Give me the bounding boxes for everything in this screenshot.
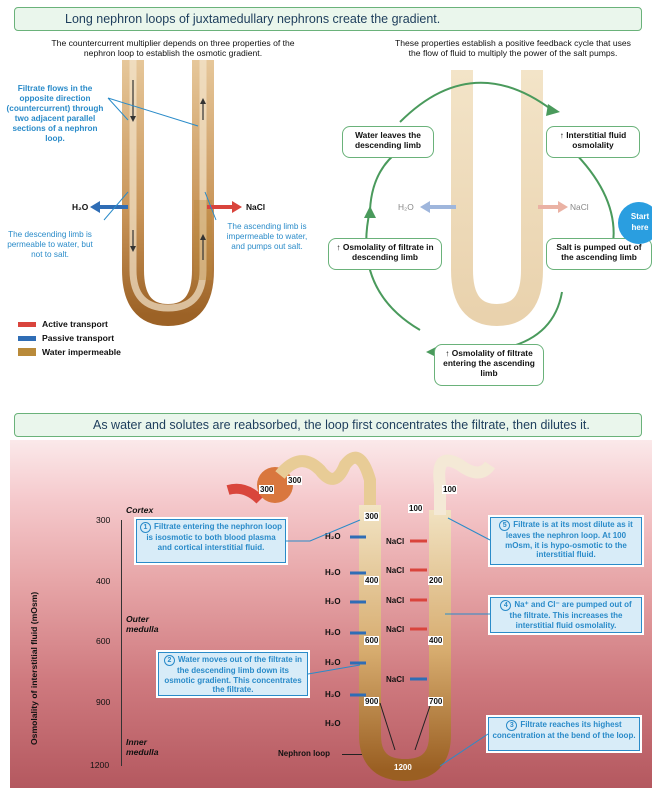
- value-desc-900: 900: [364, 697, 380, 706]
- distal-tubule: [433, 454, 495, 515]
- h2o-label-6: H₂O: [325, 690, 341, 699]
- value-desc-400: 400: [364, 576, 380, 585]
- filtrate-flow-note: Filtrate flows in the opposite direction…: [6, 84, 104, 143]
- left-loop-lumen: [129, 60, 207, 312]
- value-asc-200: 200: [428, 576, 444, 585]
- nacl-label-3: NaCl: [386, 596, 405, 605]
- step-5-number: 5: [499, 520, 511, 531]
- zone-cortex: Cortex: [126, 505, 154, 515]
- ascending-limb-note: The ascending limb is impermeable to wat…: [226, 222, 308, 251]
- right-intro: These properties establish a positive fe…: [395, 38, 631, 58]
- nephron-diagram: [226, 451, 495, 782]
- afferent-vessel: [226, 483, 264, 504]
- value-asc-700: 700: [428, 697, 444, 706]
- interstitial-osmolality-box: ↑ Interstitial fluid osmolality: [546, 126, 640, 158]
- h2o-label-left: H₂O: [72, 202, 89, 212]
- nacl-label-1: NaCl: [386, 537, 405, 546]
- y-tick-900: 900: [96, 697, 111, 707]
- top-banner-text: Long nephron loops of juxtamedullary nep…: [65, 12, 441, 26]
- left-loop-diagram: [90, 60, 242, 327]
- value-glomerulus-1: 300: [259, 485, 275, 494]
- step-1-text: Filtrate entering the nephron loop is is…: [146, 522, 282, 552]
- y-tick-1200: 1200: [90, 760, 110, 770]
- cycle-loop-tube: [451, 70, 543, 327]
- proximal-tubule: [275, 451, 376, 515]
- step-2-number: 2: [163, 655, 175, 666]
- osmolality-ascending-box: ↑ Osmolality of filtrate entering the as…: [434, 344, 544, 386]
- nacl-out-arrows: [410, 539, 427, 631]
- nephron-loop-label: Nephron loop: [278, 749, 330, 758]
- h2o-label-5: H₂O: [325, 658, 341, 667]
- cycle-arrow-path: [365, 81, 615, 353]
- value-top-ascending: 100: [408, 504, 424, 513]
- h2o-label-3: H₂O: [325, 597, 341, 606]
- value-desc-600: 600: [364, 636, 380, 645]
- value-ascending-entry: 100: [442, 485, 458, 494]
- step-4-number: 4: [500, 600, 512, 611]
- cycle-diagram: [364, 70, 618, 358]
- zone-inner-medulla: Inner medulla: [126, 737, 159, 757]
- active-transport-swatch: [18, 322, 36, 327]
- cycle-nacl-label: NaCl: [570, 202, 589, 212]
- left-intro: The countercurrent multiplier depends on…: [51, 38, 295, 58]
- value-top-descending: 300: [364, 512, 380, 521]
- h2o-label-2: H₂O: [325, 568, 341, 577]
- step-5-text: Filtrate is at its most dilute as it lea…: [505, 520, 633, 559]
- osmolality-descending-box: ↑ Osmolality of filtrate in descending l…: [328, 238, 442, 270]
- h2o-label-7: H₂O: [325, 719, 341, 728]
- zone-outer-medulla: Outer medulla: [126, 614, 159, 634]
- descending-limb-note: The descending limb is permeable to wate…: [7, 230, 93, 259]
- h2o-label-4: H₂O: [325, 628, 341, 637]
- value-bend-1200: 1200: [394, 763, 412, 772]
- nacl-label-5: NaCl: [386, 675, 405, 684]
- y-tick-400: 400: [96, 576, 111, 586]
- step-3-text: Filtrate reaches its highest concentrati…: [492, 720, 636, 740]
- step-4-text: Na⁺ and Cl⁻ are pumped out of the filtra…: [509, 600, 632, 630]
- callout-lines: [103, 97, 217, 221]
- y-axis-label: Osmolality of interstitial fluid (mOsm): [29, 591, 39, 745]
- left-loop-tube: [122, 60, 214, 327]
- value-asc-400: 400: [428, 636, 444, 645]
- step-2-text: Water moves out of the filtrate in the d…: [164, 655, 303, 694]
- step-1-number: 1: [140, 522, 151, 533]
- step-3-number: 3: [506, 720, 518, 731]
- bottom-banner-text: As water and solutes are reabsorbed, the…: [93, 418, 590, 432]
- nephron-loop-pointer: [342, 754, 362, 755]
- passive-transport-swatch: [18, 336, 36, 341]
- water-impermeable-swatch: [18, 348, 36, 356]
- top-banner: Long nephron loops of juxtamedullary nep…: [14, 7, 642, 31]
- h2o-label-1: H₂O: [325, 532, 341, 541]
- start-here-badge: Start here: [618, 202, 652, 244]
- cycle-h2o-label: H₂O: [398, 202, 414, 212]
- nacl-label-4: NaCl: [386, 625, 405, 634]
- nacl-label-2: NaCl: [386, 566, 405, 575]
- value-glomerulus-2: 300: [287, 476, 303, 485]
- nacl-label-left: NaCl: [246, 202, 266, 212]
- y-axis-line: [121, 520, 122, 766]
- loop-tube: [359, 505, 451, 782]
- y-tick-600: 600: [96, 636, 111, 646]
- water-leaves-box: Water leaves the descending limb: [342, 126, 434, 158]
- bottom-banner: As water and solutes are reabsorbed, the…: [14, 413, 642, 437]
- y-tick-300: 300: [96, 515, 111, 525]
